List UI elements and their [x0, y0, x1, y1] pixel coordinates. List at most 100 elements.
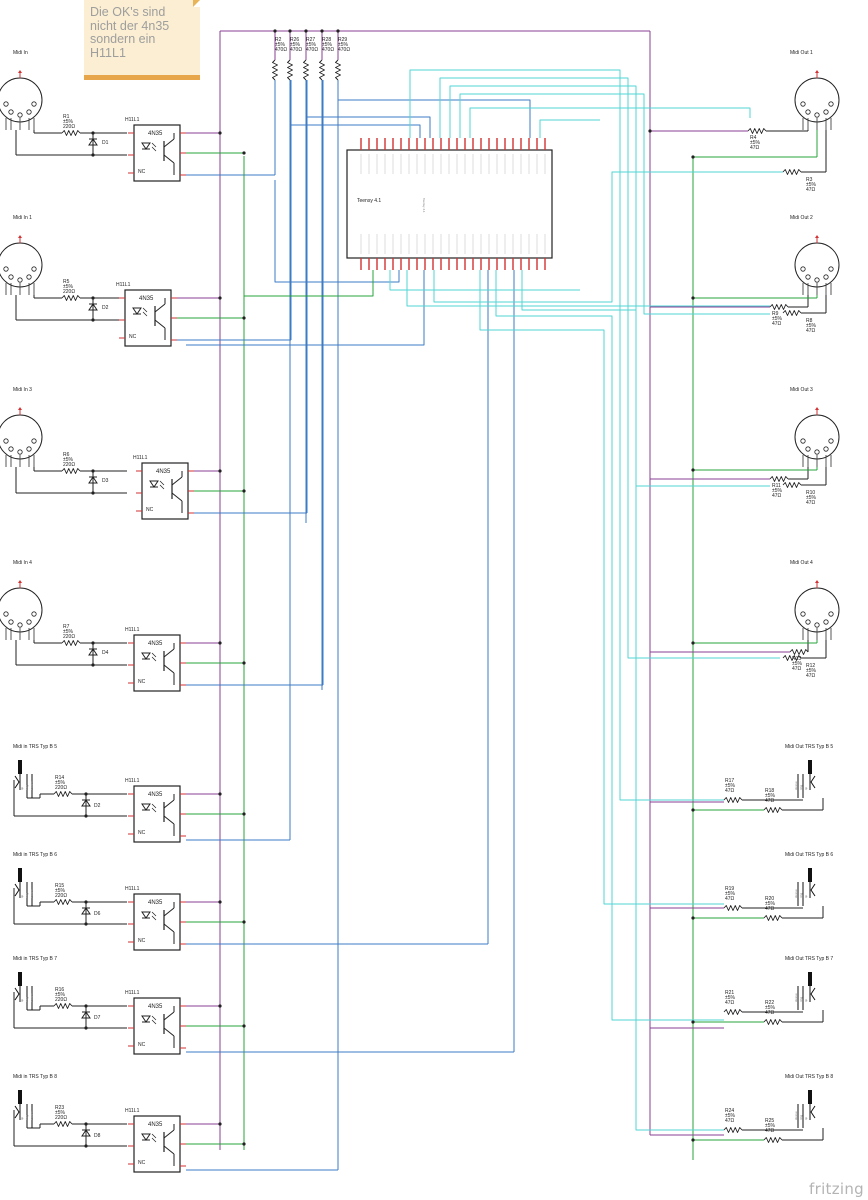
din-pin [814, 112, 820, 118]
output-resistor-b [763, 807, 783, 813]
resistor-zigzag [53, 791, 73, 797]
pullup-resistor-r29 [335, 29, 341, 81]
trs-plug [18, 1090, 22, 1104]
output-resistor-a-tol: ±5% [792, 661, 803, 667]
resistor-zigzag [789, 649, 809, 655]
output-resistor-a-val: 47Ω [725, 1000, 735, 1006]
opto-led [141, 1015, 151, 1023]
input-diode [88, 303, 98, 311]
output-resistor-b [763, 1019, 783, 1025]
opto-chip-label: 4N35 [139, 296, 154, 302]
trs-plug [18, 760, 22, 774]
teensy-name: Teensy 4.1 [357, 198, 381, 204]
trs-output-title: Midi Out TRS Typ B 5 [785, 744, 833, 750]
trs-ring [14, 775, 20, 789]
trs-pin-label: tip [804, 999, 808, 1003]
input-resistor-val: 220Ω [63, 289, 75, 295]
resistor-zigzag [769, 476, 789, 482]
input-diode [88, 648, 98, 656]
output-resistor-b [782, 169, 802, 175]
input-resistor-name: R23 [55, 1105, 64, 1111]
din-key-arrow [18, 70, 22, 73]
din-pin [17, 112, 23, 118]
din-pin [828, 611, 834, 617]
trs-output-title: Midi Out TRS Typ B 8 [785, 1074, 833, 1080]
opto-led [132, 307, 142, 315]
pullup-tol: ±5% [275, 42, 286, 48]
trs-plug [18, 972, 22, 986]
diode-name: D2 [102, 305, 109, 311]
output-resistor-b-name: R25 [765, 1118, 774, 1124]
output-resistor-a [769, 476, 789, 482]
junction-dot [84, 792, 88, 796]
diode-name: D3 [102, 478, 109, 484]
resistor-zigzag [782, 655, 802, 661]
opto-light [151, 1133, 157, 1139]
output-resistor-b-val: 47Ω [765, 906, 775, 912]
output-resistor-a-name: R11 [772, 483, 781, 489]
wire-teensy-tx-6 [433, 171, 783, 303]
junction-dot [242, 151, 246, 155]
pullup-val: 470Ω [338, 47, 350, 53]
opto-transistor-e [163, 815, 175, 825]
output-resistor-b-val: 47Ω [806, 673, 816, 679]
resistor-zigzag [303, 59, 309, 81]
opto-nc-label: NC [138, 830, 146, 836]
junction-dot [84, 814, 88, 818]
opto-body [133, 785, 181, 843]
input-diode [88, 138, 98, 146]
input-resistor [53, 899, 73, 905]
opto-title: H11L1 [133, 455, 148, 461]
din-pin [31, 101, 37, 107]
sticky-note[interactable]: Die OK's sind nicht der 4n35 sondern ein… [84, 0, 200, 80]
input-diode [81, 1129, 91, 1137]
diode-body [88, 138, 98, 146]
output-resistor-a-name: R17 [725, 778, 734, 784]
opto-nc-label: NC [138, 679, 146, 685]
junction-dot [84, 1144, 88, 1148]
resistor-zigzag [303, 59, 309, 81]
pullup-resistor-r28 [319, 29, 325, 81]
din-key-arrow [18, 580, 22, 583]
opto-transistor-c [171, 476, 183, 486]
junction-dot [91, 663, 95, 667]
junction-dot [336, 29, 340, 33]
input-resistor-val: 220Ω [55, 893, 67, 899]
pullup-val: 470Ω [275, 47, 287, 53]
input-resistor-name: R16 [55, 987, 64, 993]
midi-input-title: Midi In 3 [13, 387, 32, 393]
wire-layer [13, 30, 827, 1171]
din-key-arrow [815, 407, 819, 410]
opto-light [159, 484, 165, 490]
opto-chip-label: 4N35 [148, 792, 163, 798]
diode-body [81, 799, 91, 807]
input-resistor-val: 220Ω [63, 124, 75, 130]
midi-output-3 [769, 407, 840, 488]
trs-pin-label: tip [20, 1117, 24, 1121]
output-resistor-a-val: 47Ω [725, 896, 735, 902]
junction-dot [691, 296, 695, 300]
input-diode [81, 799, 91, 807]
output-resistor-a-val: 47Ω [725, 788, 735, 794]
din-pin [3, 438, 9, 444]
input-resistor-name: R15 [55, 883, 64, 889]
output-resistor-a-val: 47Ω [725, 1118, 735, 1124]
resistor-zigzag [763, 807, 783, 813]
opto-light [151, 146, 157, 152]
output-resistor-a [723, 1009, 743, 1015]
opto-title: H11L1 [125, 990, 140, 996]
input-resistor-tol: ±5% [55, 1110, 66, 1116]
input-resistor-val: 220Ω [63, 462, 75, 468]
resistor-zigzag [319, 59, 325, 81]
opto-light [142, 307, 148, 313]
din-connector [794, 70, 840, 130]
